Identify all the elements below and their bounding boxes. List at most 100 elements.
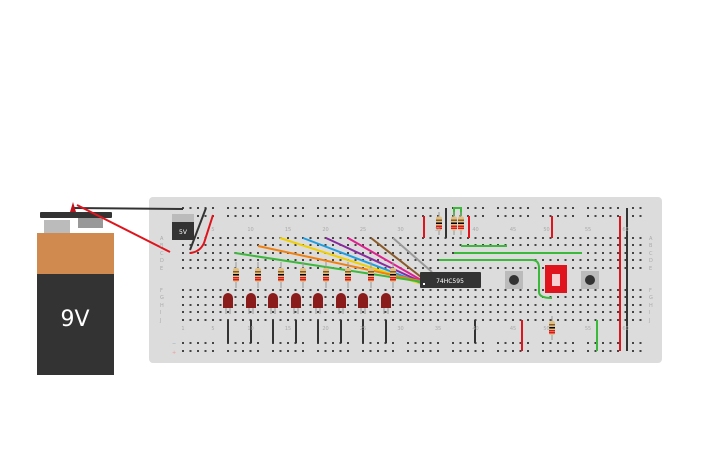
wire-black[interactable] (189, 207, 207, 251)
rail-hole (467, 207, 469, 209)
rail-hole (204, 215, 207, 217)
hole (182, 296, 184, 298)
led[interactable] (381, 293, 391, 314)
resistor[interactable] (278, 262, 284, 288)
hole (452, 244, 454, 246)
hole (219, 237, 222, 239)
hole (294, 259, 297, 261)
wire-red[interactable] (76, 204, 171, 253)
resistor[interactable] (368, 262, 374, 288)
hole (227, 259, 229, 261)
hole (617, 252, 619, 254)
hole (189, 319, 192, 321)
battery-9v[interactable]: 9V (37, 212, 114, 375)
wire[interactable] (531, 259, 553, 299)
hole (212, 311, 214, 313)
rail-hole (234, 215, 237, 217)
hole (317, 267, 319, 269)
voltage-regulator[interactable]: 5V (172, 214, 194, 240)
hole (429, 304, 432, 306)
hole (452, 252, 454, 254)
rail-hole (242, 350, 244, 352)
led[interactable] (268, 293, 278, 314)
hole (204, 304, 207, 306)
row-letter: G (160, 295, 164, 301)
battery-terminal (70, 202, 76, 212)
rail-hole (287, 207, 289, 209)
rail-hole (639, 215, 642, 217)
wire[interactable] (325, 237, 427, 285)
shift-register-ic[interactable]: 74HC595 (420, 272, 481, 288)
hole (504, 237, 507, 239)
resistor[interactable] (458, 212, 464, 235)
resistor[interactable] (451, 212, 457, 235)
rail-hole (437, 342, 439, 344)
hole (294, 267, 297, 269)
hole (414, 252, 417, 254)
rail-hole (519, 215, 522, 217)
hole (497, 296, 499, 298)
wire[interactable] (234, 252, 437, 285)
led[interactable] (336, 293, 346, 314)
hole (512, 244, 514, 246)
resistor[interactable] (323, 262, 329, 288)
led[interactable] (246, 293, 256, 314)
hole (632, 319, 634, 321)
hole (624, 237, 627, 239)
resistor[interactable] (233, 262, 239, 288)
hole (339, 259, 342, 261)
hole (594, 304, 597, 306)
wire-red[interactable] (189, 214, 214, 254)
rail-hole (204, 350, 207, 352)
wire[interactable] (392, 237, 433, 273)
hole (354, 296, 357, 298)
column-number: 55 (585, 227, 591, 233)
led[interactable] (223, 293, 233, 314)
rail-hole (414, 342, 417, 344)
rail-hole (459, 342, 462, 344)
rail-hole (204, 342, 207, 344)
led[interactable] (291, 293, 301, 314)
hole (587, 319, 589, 321)
resistor[interactable] (390, 262, 396, 288)
hole (197, 296, 199, 298)
hole (264, 296, 267, 298)
wire[interactable] (347, 237, 429, 285)
hole (377, 237, 379, 239)
hole (519, 311, 522, 313)
wire-black[interactable] (71, 207, 184, 210)
hole (377, 267, 379, 269)
push-button[interactable] (581, 271, 599, 289)
resistor[interactable] (300, 262, 306, 288)
column-number: 50 (543, 227, 549, 233)
led[interactable] (313, 293, 323, 314)
hole (189, 296, 192, 298)
resistor[interactable] (549, 316, 555, 340)
rail-hole (249, 207, 252, 209)
hole (264, 244, 267, 246)
hole (557, 311, 559, 313)
hole (369, 252, 372, 254)
slide-switch[interactable] (545, 265, 567, 293)
wire[interactable] (257, 245, 435, 285)
resistor[interactable] (345, 262, 351, 288)
hole (527, 296, 529, 298)
row-letter: E (160, 266, 163, 272)
hole (422, 296, 424, 298)
rail-hole (639, 350, 642, 352)
rail-hole (212, 350, 214, 352)
row-letter: F (649, 288, 652, 294)
hole (512, 319, 514, 321)
rail-hole (257, 350, 259, 352)
wire[interactable] (302, 237, 425, 285)
rail-hole (587, 215, 589, 217)
rail-hole (279, 350, 282, 352)
resistor[interactable] (436, 212, 442, 235)
hole (542, 259, 544, 261)
led[interactable] (358, 293, 368, 314)
rail-hole (369, 215, 372, 217)
resistor[interactable] (255, 262, 261, 288)
push-button[interactable] (505, 271, 523, 289)
hole (204, 319, 207, 321)
